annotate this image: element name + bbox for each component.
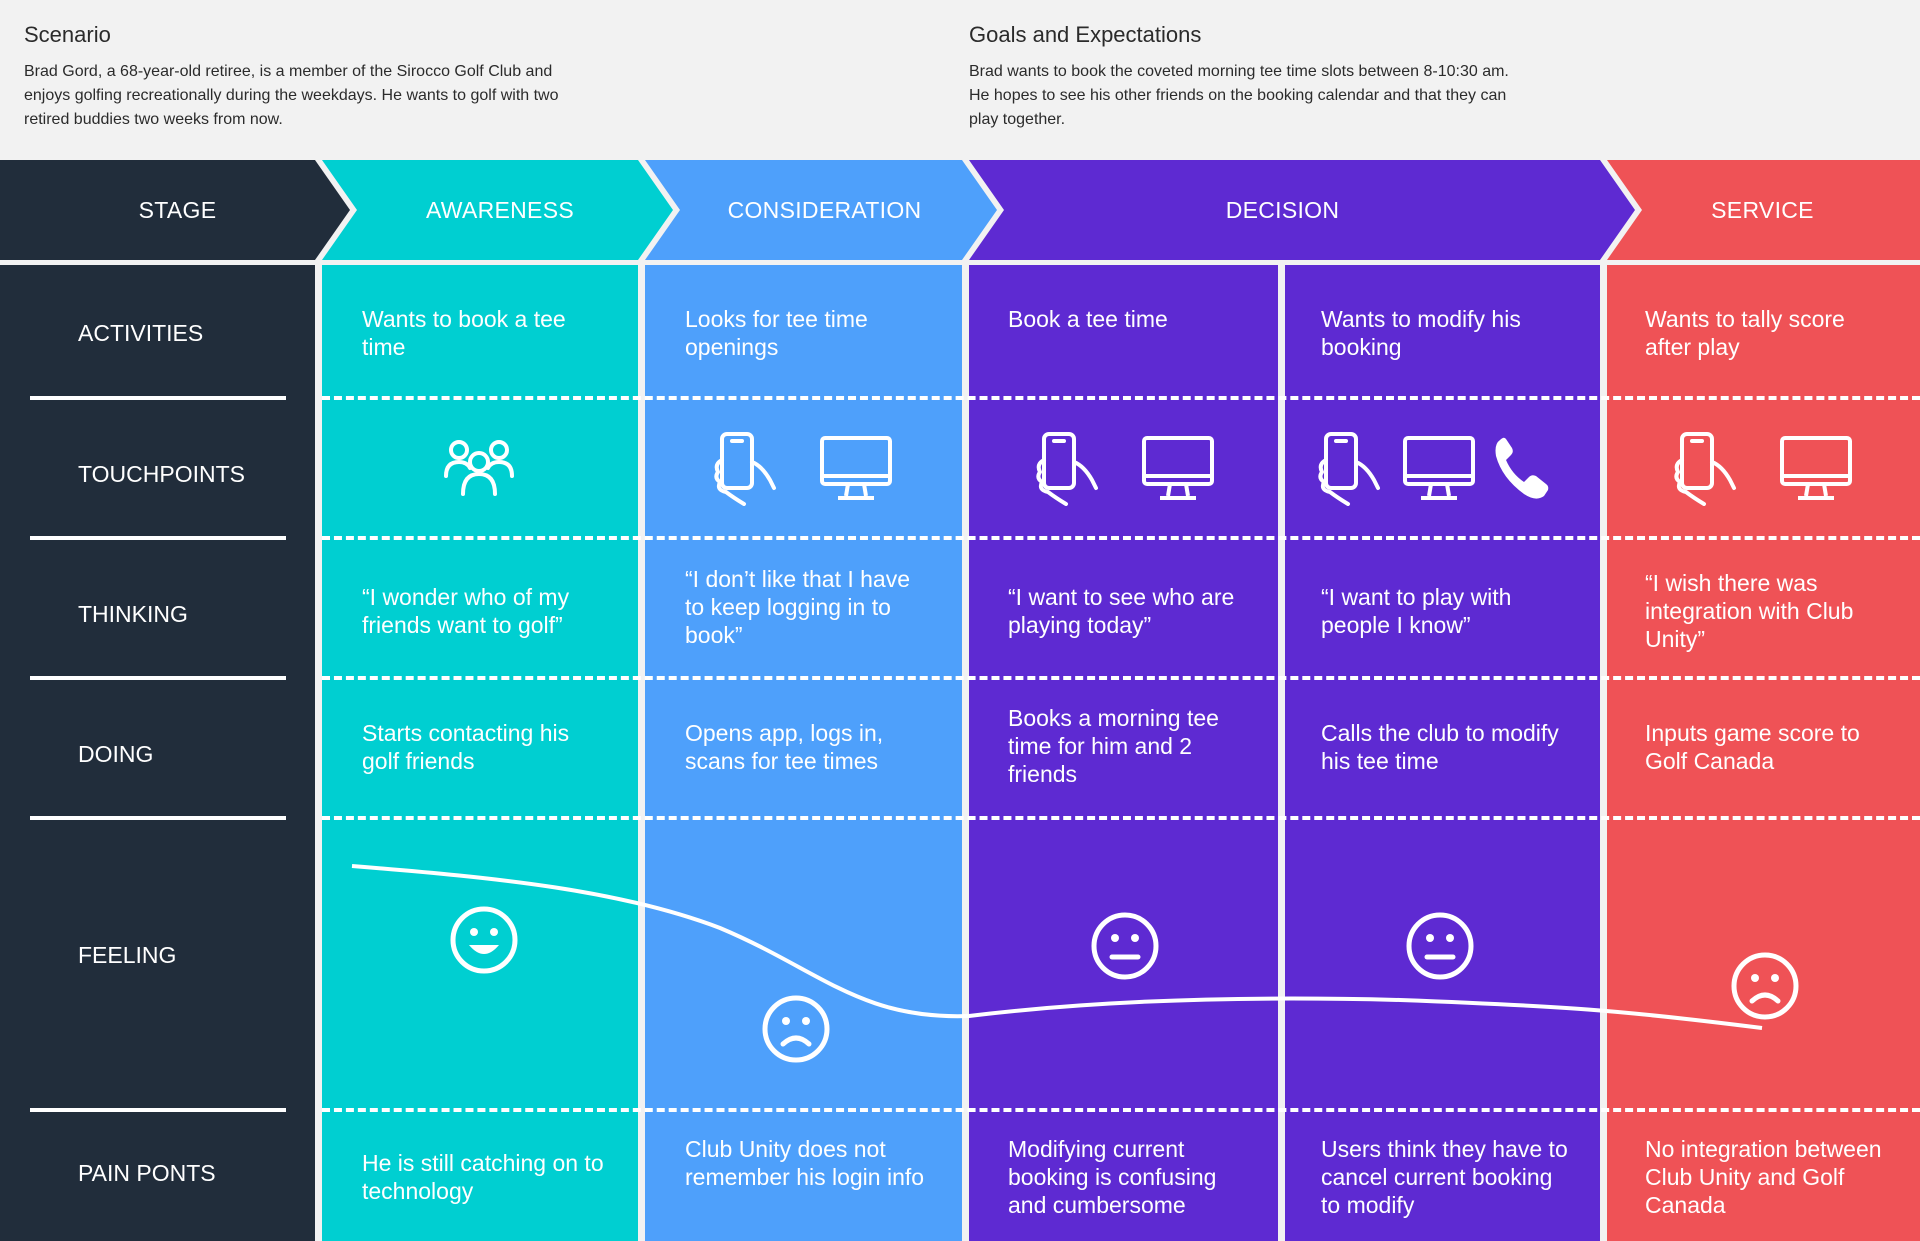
dashed-row-divider xyxy=(322,396,1920,400)
row-labels-column xyxy=(0,265,315,1241)
row-divider xyxy=(30,816,286,820)
monitor-icon xyxy=(1403,436,1475,500)
happy-face-icon xyxy=(450,906,518,974)
thinking-decision-book: “I want to see who are playing today” xyxy=(1008,584,1235,638)
chevron-service xyxy=(1607,160,1920,260)
people-icon xyxy=(444,440,514,496)
phone-hand-icon xyxy=(1318,432,1380,506)
activity-service: Wants to tally score after play xyxy=(1645,306,1845,360)
scenario-text: Brad Gord, a 68-year-old retiree, is a m… xyxy=(24,63,559,128)
thinking-awareness: “I wonder who of my friends want to golf… xyxy=(362,584,570,638)
chevron-decision xyxy=(969,160,1635,260)
chevron-awareness xyxy=(322,160,673,260)
stage-chevrons xyxy=(0,160,1920,260)
row-divider xyxy=(30,676,286,680)
consideration-column xyxy=(645,265,962,1241)
doing-awareness: Starts contacting his golf friends xyxy=(362,720,570,774)
phone-hand-icon xyxy=(1036,432,1098,506)
row-label-thinking: THINKING xyxy=(78,601,188,627)
doing-decision-modify: Calls the club to modify his tee time xyxy=(1321,720,1559,774)
neutral-face-icon xyxy=(1406,912,1474,980)
pain-decision-modify: Users think they have to cancel current … xyxy=(1321,1136,1568,1218)
pain-decision-book: Modifying current booking is confusing a… xyxy=(1008,1136,1217,1218)
activity-decision-modify: Wants to modify his booking xyxy=(1321,306,1521,360)
decision-column-modify xyxy=(1285,265,1600,1241)
dashed-row-divider xyxy=(322,816,1920,820)
awareness-column xyxy=(322,265,638,1241)
row-label-doing: DOING xyxy=(78,741,154,767)
stage-bar: STAGE AWARENESS CONSIDERATION DECISION S… xyxy=(0,160,1920,260)
row-label-feeling: FEELING xyxy=(78,942,177,968)
service-column xyxy=(1607,265,1920,1241)
chevron-stage xyxy=(0,160,350,260)
phone-hand-icon xyxy=(714,432,776,506)
pain-awareness: He is still catching on to technology xyxy=(362,1150,604,1204)
chevron-consideration xyxy=(645,160,997,260)
activity-consideration: Looks for tee time openings xyxy=(685,306,868,360)
row-divider xyxy=(30,536,286,540)
sad-face-icon xyxy=(1731,952,1799,1020)
stage-label-awareness: AWARENESS xyxy=(426,197,574,223)
dashed-row-divider xyxy=(322,1108,1920,1112)
goals-text: Brad wants to book the coveted morning t… xyxy=(969,63,1509,128)
row-divider xyxy=(30,1108,286,1112)
stage-label-stage: STAGE xyxy=(138,197,217,223)
doing-consideration: Opens app, logs in, scans for tee times xyxy=(685,720,884,774)
sad-face-icon xyxy=(762,995,830,1063)
scenario-title: Scenario xyxy=(24,22,111,47)
pain-service: No integration between Club Unity and Go… xyxy=(1645,1136,1882,1218)
activity-awareness: Wants to book a tee time xyxy=(362,306,566,360)
monitor-icon xyxy=(1780,436,1852,500)
thinking-service: “I wish there was integration with Club … xyxy=(1645,570,1854,652)
doing-decision-book: Books a morning tee time for him and 2 f… xyxy=(1008,705,1219,787)
monitor-icon xyxy=(820,436,892,500)
neutral-face-icon xyxy=(1091,912,1159,980)
goals-title: Goals and Expectations xyxy=(969,22,1202,47)
goals-block: Goals and Expectations Brad wants to boo… xyxy=(969,22,1529,132)
monitor-icon xyxy=(1142,436,1214,500)
scenario-block: Scenario Brad Gord, a 68-year-old retire… xyxy=(24,22,584,132)
row-label-pain-points: PAIN PONTS xyxy=(78,1160,216,1186)
stage-label-decision: DECISION xyxy=(1225,197,1340,223)
row-divider xyxy=(30,396,286,400)
activity-decision-book: Book a tee time xyxy=(1008,306,1168,332)
thinking-consideration: “I don’t like that I have to keep loggin… xyxy=(685,566,911,648)
row-label-activities: ACTIVITIES xyxy=(78,320,204,346)
dashed-row-divider xyxy=(322,536,1920,540)
thinking-decision-modify: “I want to play with people I know” xyxy=(1321,584,1512,638)
telephone-icon xyxy=(1495,437,1549,499)
stage-label-service: SERVICE xyxy=(1711,197,1814,223)
dashed-row-divider xyxy=(322,676,1920,680)
doing-service: Inputs game score to Golf Canada xyxy=(1645,720,1860,774)
stage-label-consideration: CONSIDERATION xyxy=(727,197,922,223)
pain-consideration: Club Unity does not remember his login i… xyxy=(685,1136,925,1190)
phone-hand-icon xyxy=(1674,432,1736,506)
decision-column-book xyxy=(969,265,1278,1241)
row-label-touchpoints: TOUCHPOINTS xyxy=(78,461,245,487)
